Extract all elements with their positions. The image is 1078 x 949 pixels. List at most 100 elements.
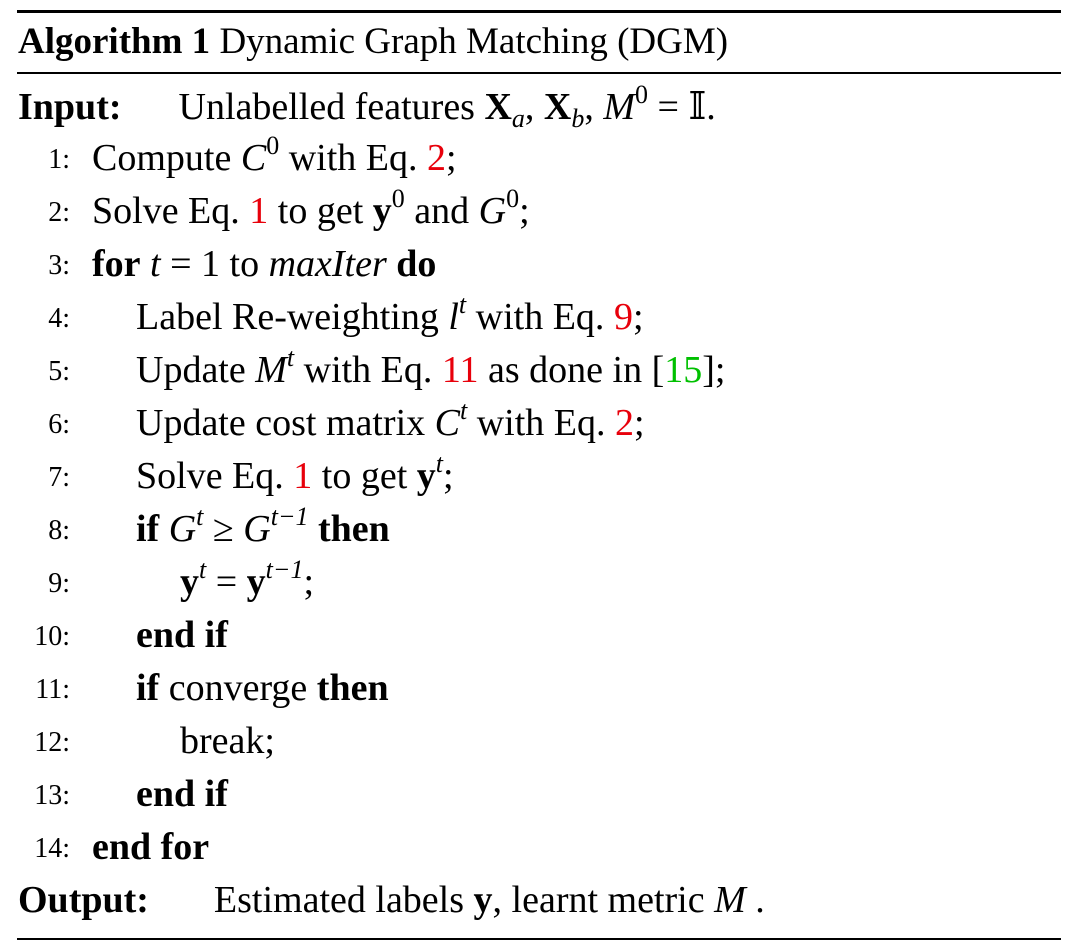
keyword-for: for: [92, 243, 141, 285]
line-number-1: 1:: [48, 144, 70, 175]
input-x-b: X: [543, 86, 572, 128]
line-number-4: 4:: [48, 303, 70, 334]
line-number-10: 10:: [34, 621, 70, 652]
input-x-a-sub: a: [511, 104, 525, 133]
equation-ref-link[interactable]: 1: [293, 455, 313, 497]
line-4-text: Label Re-weighting: [136, 296, 449, 338]
line-2-G-sup: 0: [506, 184, 520, 213]
keyword-end-for: end for: [92, 826, 210, 868]
line-5-var: M: [255, 349, 287, 391]
line-8: if Gt ≥ Gt−1 then: [136, 503, 390, 555]
line-5-text: Update: [136, 349, 256, 391]
algorithm-caption: Algorithm 1 Dynamic Graph Matching (DGM): [18, 16, 728, 68]
equation-ref-link[interactable]: 1: [249, 190, 269, 232]
line-1: Compute C0 with Eq. 2;: [92, 132, 457, 184]
output-y: y: [473, 879, 493, 921]
line-number-6: 6:: [48, 409, 70, 440]
line-2-text: Solve Eq.: [92, 190, 250, 232]
line-4: Label Re-weighting lt with Eq. 9;: [136, 291, 644, 343]
line-number-2: 2:: [48, 197, 70, 228]
input-row: Input: Unlabelled features Xa, Xb, M0 = …: [18, 80, 716, 133]
output-text2: , learnt metric: [492, 879, 715, 921]
keyword-do: do: [396, 243, 437, 285]
line-6: Update cost matrix Ct with Eq. 2;: [136, 397, 645, 449]
keyword-if: if: [136, 508, 160, 550]
line-number-5: 5:: [48, 356, 70, 387]
input-text: Unlabelled features: [178, 86, 475, 128]
line-8-sup2: t−1: [270, 502, 309, 531]
line-5: Update Mt with Eq. 11 as done in [15];: [136, 344, 725, 396]
line-2-end: ;: [519, 190, 530, 232]
line-number-3: 3:: [48, 250, 70, 281]
output-row: Output: Estimated labels y, learnt metri…: [18, 874, 765, 926]
line-3-text: = 1 to: [160, 243, 269, 285]
line-number-12: 12:: [34, 727, 70, 758]
line-4-text2: with Eq.: [466, 296, 614, 338]
input-metric: M: [603, 86, 636, 128]
line-9-y: y: [180, 561, 199, 603]
input-x-b-sub: b: [571, 104, 585, 133]
line-7-end: ;: [443, 455, 454, 497]
line-9-y2: y: [246, 561, 266, 603]
line-10: end if: [136, 609, 228, 661]
line-5-end: ];: [702, 349, 726, 391]
line-7-y: y: [416, 455, 436, 497]
algorithm-title: Dynamic Graph Matching (DGM): [219, 21, 729, 62]
line-9-op: =: [206, 561, 247, 603]
line-number-14: 14:: [34, 833, 70, 864]
input-end: .: [706, 86, 716, 128]
equation-ref-link[interactable]: 11: [441, 349, 479, 391]
equation-ref-link[interactable]: 2: [615, 402, 635, 444]
line-6-sup: t: [460, 396, 468, 425]
line-9: yt = yt−1;: [180, 556, 314, 608]
line-4-var: l: [448, 296, 459, 338]
algorithm-label: Algorithm 1: [18, 21, 211, 62]
line-5-text2: with Eq.: [294, 349, 442, 391]
input-x-a: X: [484, 86, 512, 128]
output-text: Estimated labels: [213, 879, 474, 921]
line-6-text2: with Eq.: [467, 402, 616, 444]
line-1-var: C: [240, 137, 267, 179]
line-3: for t = 1 to maxIter do: [92, 238, 436, 290]
line-number-13: 13:: [34, 780, 70, 811]
equation-ref-link[interactable]: 2: [426, 137, 446, 179]
line-9-sup2: t−1: [265, 555, 304, 584]
line-3-var: t: [150, 243, 161, 285]
line-6-var: C: [434, 402, 460, 444]
line-2: Solve Eq. 1 to get y0 and G0;: [92, 185, 530, 237]
line-5-sup: t: [286, 343, 295, 372]
equation-ref-link[interactable]: 9: [613, 296, 633, 338]
keyword-end-if: end if: [136, 773, 228, 815]
line-1-text: Compute: [92, 137, 241, 179]
top-rule: [17, 10, 1061, 13]
output-end: .: [745, 879, 765, 921]
line-8-sup: t: [196, 502, 204, 531]
caption-rule: [17, 72, 1061, 74]
line-14: end for: [92, 821, 209, 873]
line-1-end: ;: [445, 137, 457, 179]
input-equals: =: [648, 86, 689, 128]
line-2-G: G: [478, 190, 507, 232]
input-metric-sup: 0: [635, 80, 649, 109]
line-3-maxiter: maxIter: [268, 243, 387, 285]
line-12: break;: [180, 715, 275, 767]
line-11-text: converge: [159, 667, 317, 709]
keyword-end-if: end if: [136, 614, 228, 656]
line-2-text2: to get: [268, 190, 373, 232]
line-4-end: ;: [632, 296, 644, 338]
line-7: Solve Eq. 1 to get yt;: [136, 450, 454, 502]
line-1-text2: with Eq.: [279, 137, 427, 179]
citation-link[interactable]: 15: [664, 349, 703, 391]
line-6-text: Update cost matrix: [136, 402, 435, 444]
line-2-y-sup: 0: [391, 184, 405, 213]
line-number-9: 9:: [48, 568, 70, 599]
line-13: end if: [136, 768, 228, 820]
line-number-7: 7:: [48, 462, 70, 493]
line-5-text3: as done in [: [478, 349, 665, 391]
line-8-op: ≥: [203, 508, 244, 550]
line-8-var: G: [168, 508, 197, 550]
line-9-sup: t: [199, 555, 207, 584]
line-12-text: break;: [180, 720, 275, 762]
line-4-sup: t: [458, 290, 467, 319]
line-8-var2: G: [243, 508, 271, 550]
